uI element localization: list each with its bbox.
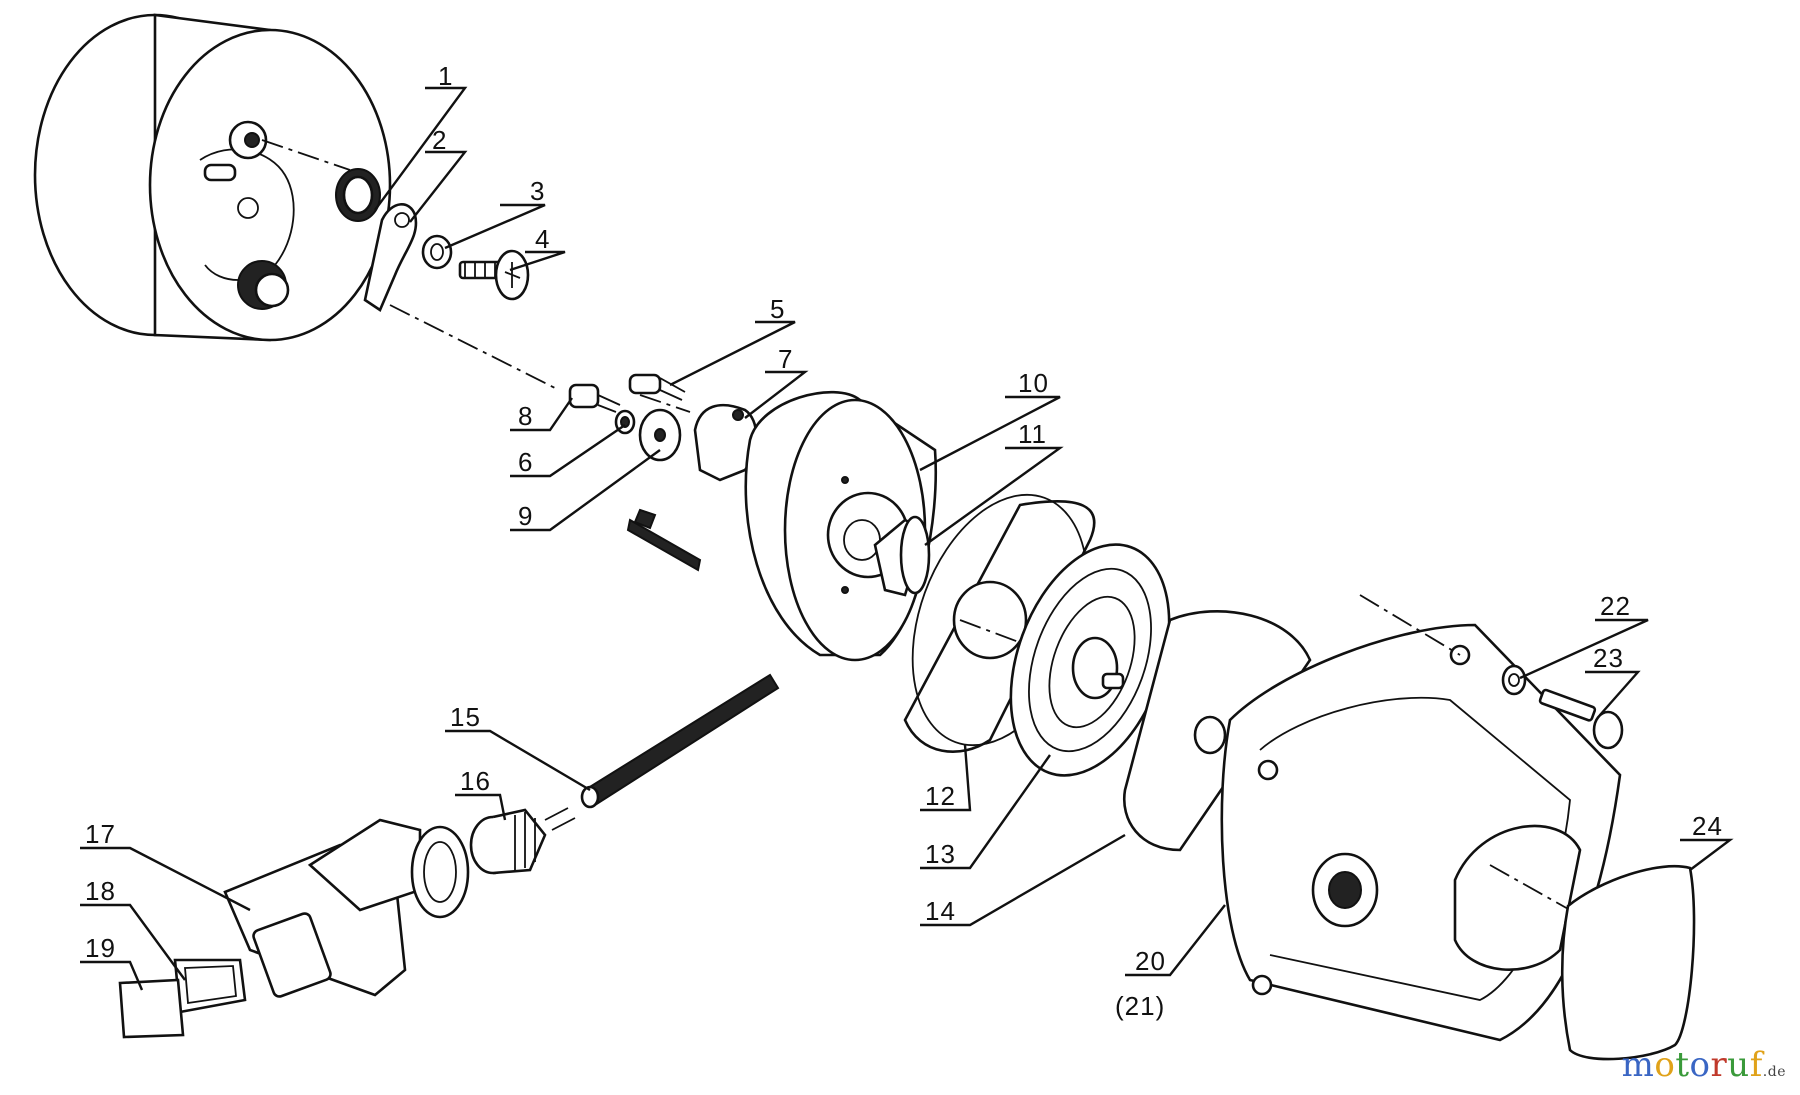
- callout-4: 4: [535, 224, 550, 254]
- callout-10: 10: [1018, 368, 1049, 398]
- small-hardware: [568, 373, 758, 482]
- watermark-letter: r: [1710, 1045, 1728, 1085]
- callout-5: 5: [770, 294, 785, 324]
- callout-23: 23: [1593, 643, 1624, 673]
- watermark-letter: t: [1675, 1045, 1690, 1085]
- callout-19: 19: [85, 933, 116, 963]
- callout-3: 3: [530, 176, 545, 206]
- callout-6: 6: [518, 447, 533, 477]
- watermark-logo: motoruf.de: [1622, 1045, 1786, 1085]
- callout-labels: 1 2 3 4 5 7 8 6 9 10 11 12 13 14 15 16 1…: [85, 61, 1723, 1021]
- callout-12: 12: [925, 781, 956, 811]
- starter-housing: [1220, 594, 1696, 1061]
- watermark-suffix: .de: [1762, 1064, 1786, 1080]
- leader-lines: [80, 86, 1734, 991]
- watermark-letter: u: [1727, 1045, 1750, 1085]
- callout-2: 2: [432, 125, 447, 155]
- callout-7: 7: [778, 344, 793, 374]
- callout-16: 16: [460, 766, 491, 796]
- rope-pulley: [626, 390, 938, 662]
- watermark-letter: m: [1621, 1045, 1655, 1085]
- flywheel-drum: [33, 13, 392, 342]
- callout-17: 17: [85, 819, 116, 849]
- callout-9: 9: [518, 501, 533, 531]
- spring-assembly: [903, 493, 1312, 852]
- callout-13: 13: [925, 839, 956, 869]
- watermark-letter: o: [1654, 1045, 1676, 1085]
- starter-handle: [118, 673, 780, 1039]
- pawl-assembly: [335, 168, 556, 389]
- callout-21: (21): [1115, 991, 1165, 1021]
- callout-20: 20: [1135, 946, 1166, 976]
- callout-11: 11: [1018, 419, 1047, 449]
- callout-24: 24: [1692, 811, 1723, 841]
- watermark-text: motoruf: [1622, 1045, 1763, 1085]
- callout-15: 15: [450, 702, 481, 732]
- watermark-letter: f: [1749, 1045, 1763, 1085]
- callout-8: 8: [518, 401, 533, 431]
- callout-14: 14: [925, 896, 956, 926]
- watermark-letter: o: [1689, 1045, 1711, 1085]
- callout-18: 18: [85, 876, 116, 906]
- callout-1: 1: [438, 61, 453, 91]
- callout-22: 22: [1600, 591, 1631, 621]
